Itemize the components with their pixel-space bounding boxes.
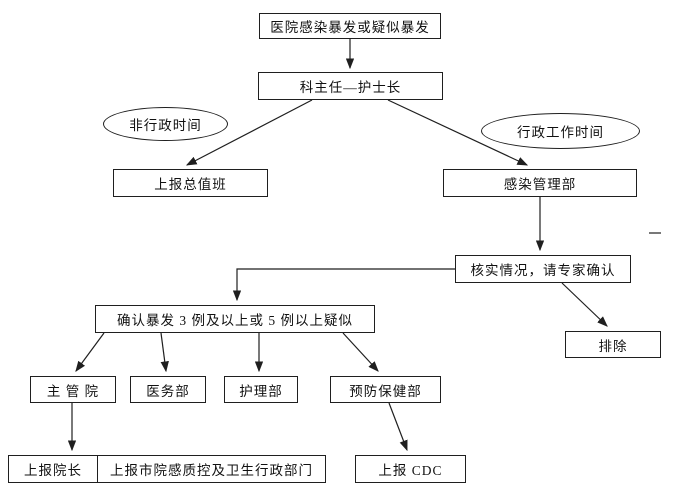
label-admin-work-time: 行政工作时间 <box>481 113 640 149</box>
node-infection-management-dept: 感染管理部 <box>443 169 637 197</box>
node-report-duty-office: 上报总值班 <box>113 169 268 197</box>
label-non-admin-time: 非行政时间 <box>103 107 228 141</box>
node-report-cdc: 上报 CDC <box>355 455 466 483</box>
node-report-row: 上报院长 上报市院感质控及卫生行政部门 <box>8 455 326 483</box>
connector-director-infection <box>387 99 529 166</box>
node-medical-dept: 医务部 <box>130 376 206 403</box>
divider <box>97 456 98 482</box>
connector-verify-confirm <box>232 268 455 302</box>
node-verify-expert-confirm: 核实情况，请专家确认 <box>455 255 631 283</box>
node-nursing-dept: 护理部 <box>224 376 298 403</box>
node-hospital-lead: 主 管 院 <box>30 376 116 403</box>
node-report-president: 上报院长 <box>24 463 82 478</box>
connector-director-duty <box>185 99 313 166</box>
connector-confirm-lead <box>75 332 105 372</box>
node-confirm-outbreak-criteria: 确认暴发 3 例及以上或 5 例以上疑似 <box>95 305 375 333</box>
node-report-city-authority: 上报市院感质控及卫生行政部门 <box>110 463 313 478</box>
connector-prevention-cdc <box>388 402 408 452</box>
node-director-headnurse: 科主任—护士长 <box>258 72 443 100</box>
node-outbreak: 医院感染暴发或疑似暴发 <box>259 13 441 39</box>
connector-confirm-prevention <box>342 332 379 372</box>
connector-verify-exclude <box>561 282 608 327</box>
connector-confirm-medical <box>160 332 169 373</box>
node-prevention-healthcare-dept: 预防保健部 <box>330 376 441 403</box>
node-exclude: 排除 <box>565 331 661 358</box>
